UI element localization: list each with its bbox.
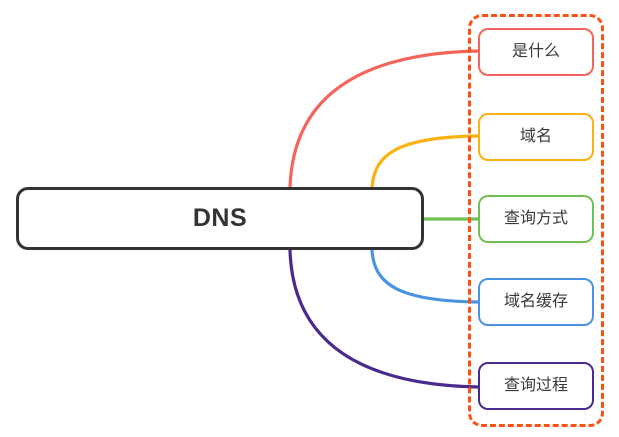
- root-node-label: DNS: [192, 204, 248, 232]
- root-node-dns[interactable]: DNS: [16, 187, 424, 250]
- connector-yu-ming: [370, 134, 480, 190]
- connector-yu-ming-huan-cun: [370, 248, 480, 304]
- branch-node-1[interactable]: 域名: [478, 113, 594, 161]
- branch-node-label-3: 域名缓存: [503, 293, 568, 310]
- branch-node-3[interactable]: 域名缓存: [478, 278, 594, 326]
- branch-node-2[interactable]: 查询方式: [478, 195, 594, 243]
- group-boundary-dashed[interactable]: [468, 14, 604, 427]
- connector-cha-xun-guo-cheng: [288, 248, 480, 389]
- connector-shi-shen-me: [288, 49, 480, 190]
- branch-node-label-0: 是什么: [511, 43, 560, 60]
- branch-node-0[interactable]: 是什么: [478, 28, 594, 76]
- branch-node-label-1: 域名: [519, 128, 552, 145]
- branch-node-label-4: 查询过程: [503, 377, 568, 394]
- branch-node-4[interactable]: 查询过程: [478, 362, 594, 410]
- branch-node-label-2: 查询方式: [503, 210, 568, 227]
